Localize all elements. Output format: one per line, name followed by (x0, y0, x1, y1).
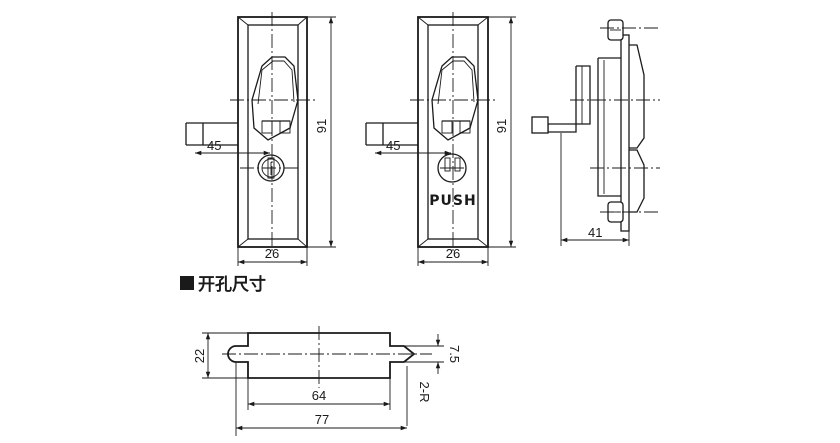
dim-7-5-label: 7.5 (447, 345, 462, 363)
handle-recess (251, 56, 299, 141)
dim-41-label: 41 (588, 225, 602, 240)
front-plate-inner (247, 24, 299, 240)
cutout-view: 22 7.5 2-R 64 77 (192, 326, 462, 436)
front-plate-outer (237, 16, 308, 248)
push-button-circle (437, 153, 467, 183)
dim-91-label-push: 91 (494, 119, 509, 133)
dim-45-label: 45 (207, 138, 221, 153)
radius-label: 2-R (417, 382, 432, 403)
cutout-outline (227, 332, 416, 379)
push-label: PUSH (429, 193, 476, 209)
dim-45-label-push: 45 (386, 138, 400, 153)
lock-body-upper (629, 44, 645, 149)
lock-body-lower (629, 149, 645, 213)
dim-91-label: 91 (314, 119, 329, 133)
side-plate (620, 34, 630, 232)
handle-lever (547, 65, 591, 133)
dim-26-label-push: 26 (446, 246, 460, 261)
push-handle-recess (431, 56, 479, 141)
dim-22-label: 22 (192, 349, 207, 363)
cutout-heading: 开孔尺寸 (180, 274, 266, 295)
cutout-heading-text: 开孔尺寸 (198, 274, 266, 295)
front-view-push: PUSH 45 91 26 (365, 12, 516, 266)
heading-square-icon (180, 276, 194, 290)
dim-77-label: 77 (315, 412, 329, 427)
dim-64-label: 64 (312, 388, 326, 403)
side-view: 41 (531, 19, 660, 246)
lever-tip (531, 116, 549, 134)
front-view-key-lock: 45 91 26 (185, 12, 336, 266)
dim-26-label: 26 (265, 246, 279, 261)
